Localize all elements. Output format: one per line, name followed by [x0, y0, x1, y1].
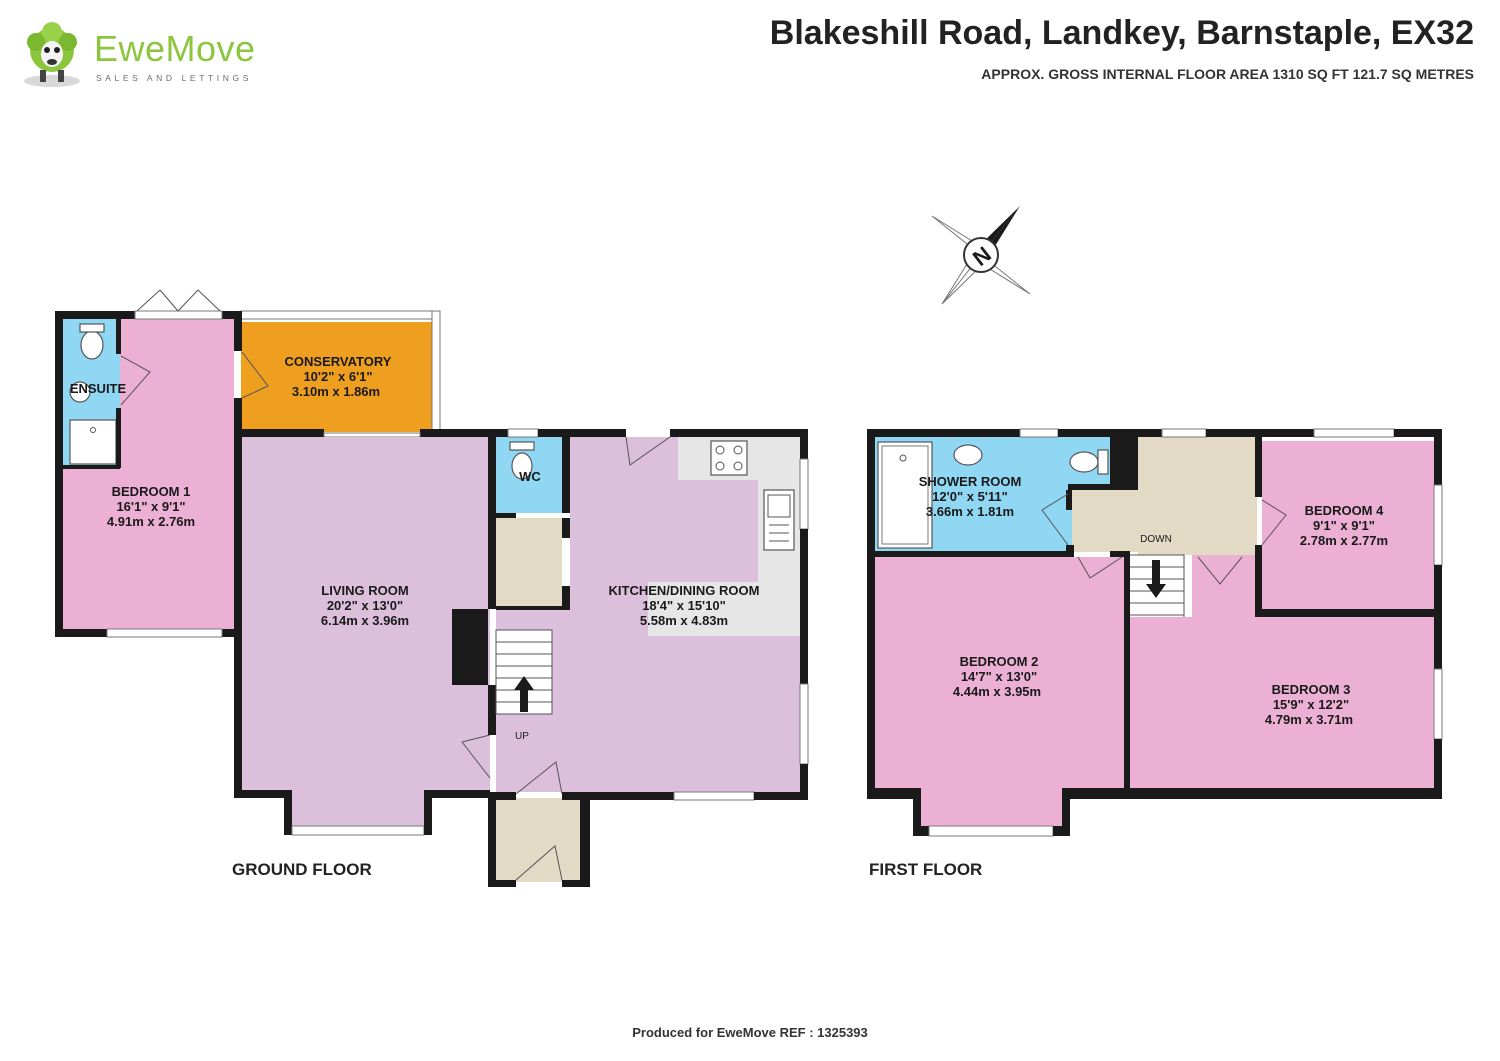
svg-text:5.58m x 4.83m: 5.58m x 4.83m [640, 613, 728, 628]
svg-text:3.66m x 1.81m: 3.66m x 1.81m [926, 504, 1014, 519]
bedroom-2-label: BEDROOM 2 14'7" x 13'0" 4.44m x 3.95m [953, 654, 1041, 699]
bedroom-4-label: BEDROOM 4 9'1" x 9'1" 2.78m x 2.77m [1300, 503, 1388, 548]
svg-text:18'4" x 15'10": 18'4" x 15'10" [642, 598, 726, 613]
first-floor-label: FIRST FLOOR [869, 860, 982, 879]
svg-text:BEDROOM 3: BEDROOM 3 [1272, 682, 1351, 697]
svg-text:16'1" x 9'1": 16'1" x 9'1" [116, 499, 185, 514]
footer-reference: Produced for EweMove REF : 1325393 [632, 1025, 868, 1040]
ewemove-logo[interactable]: EweMove SALES AND LETTINGS [22, 20, 262, 90]
svg-text:BEDROOM 4: BEDROOM 4 [1305, 503, 1385, 518]
bedroom-3-label: BEDROOM 3 15'9" x 12'2" 4.79m x 3.71m [1265, 682, 1353, 727]
svg-text:15'9" x 12'2": 15'9" x 12'2" [1273, 697, 1349, 712]
property-address: Blakeshill Road, Landkey, Barnstaple, EX… [769, 14, 1474, 52]
sink-icon [763, 489, 795, 551]
bedroom-2-floor [875, 557, 1124, 826]
kitchen-worktop [648, 437, 800, 636]
kitchen-dining-label: KITCHEN/DINING ROOM 18'4" x 15'10" 5.58m… [609, 583, 760, 628]
wc-label: WC [519, 469, 541, 484]
bedroom-1-label: BEDROOM 1 16'1" x 9'1" 4.91m x 2.76m [107, 484, 195, 529]
svg-text:9'1" x 9'1": 9'1" x 9'1" [1313, 518, 1375, 533]
porch-floor [496, 798, 580, 882]
toilet-icon [511, 452, 533, 480]
stairs-up-label: UP [515, 731, 529, 742]
sheep-mascot-icon [24, 22, 80, 87]
bedroom-4-floor [1262, 441, 1434, 609]
understairs-cupboard [496, 518, 562, 606]
shower-enclosure-icon [877, 441, 933, 549]
conservatory-floor [241, 322, 433, 432]
arrow-down-icon [1146, 560, 1166, 598]
svg-text:BEDROOM 1: BEDROOM 1 [112, 484, 191, 499]
svg-text:4.79m x 3.71m: 4.79m x 3.71m [1265, 712, 1353, 727]
svg-text:SHOWER ROOM: SHOWER ROOM [919, 474, 1022, 489]
staircase-up [495, 629, 553, 715]
basin-icon [953, 444, 983, 466]
svg-text:BEDROOM 2: BEDROOM 2 [960, 654, 1039, 669]
svg-text:KITCHEN/DINING ROOM: KITCHEN/DINING ROOM [609, 583, 760, 598]
svg-text:14'7" x 13'0": 14'7" x 13'0" [961, 669, 1037, 684]
brand-name: EweMove [94, 28, 256, 69]
svg-text:4.44m x 3.95m: 4.44m x 3.95m [953, 684, 1041, 699]
svg-text:2.78m x 2.77m: 2.78m x 2.77m [1300, 533, 1388, 548]
svg-text:CONSERVATORY: CONSERVATORY [285, 354, 392, 369]
compass-icon: N [931, 206, 1031, 305]
toilet-icon [1069, 451, 1099, 473]
svg-text:3.10m x 1.86m: 3.10m x 1.86m [292, 384, 380, 399]
svg-text:LIVING ROOM: LIVING ROOM [321, 583, 408, 598]
brand-tagline: SALES AND LETTINGS [96, 73, 252, 83]
arrow-up-icon [514, 676, 534, 712]
shower-room-label: SHOWER ROOM 12'0" x 5'11" 3.66m x 1.81m [919, 474, 1022, 519]
basin-icon [69, 381, 91, 403]
hob-icon [710, 440, 748, 476]
ensuite-label: ENSUITE [70, 381, 127, 396]
svg-text:20'2" x 13'0": 20'2" x 13'0" [327, 598, 403, 613]
svg-text:12'0" x 5'11": 12'0" x 5'11" [932, 489, 1008, 504]
living-room-floor [242, 437, 490, 826]
toilet-icon [80, 330, 104, 360]
svg-text:6.14m x 3.96m: 6.14m x 3.96m [321, 613, 409, 628]
living-room-label: LIVING ROOM 20'2" x 13'0" 6.14m x 3.96m [321, 583, 409, 628]
ground-floor-label: GROUND FLOOR [232, 860, 372, 879]
shower-tray-icon [69, 419, 117, 465]
stairs-down-label: DOWN [1140, 534, 1172, 545]
conservatory-label: CONSERVATORY 10'2" x 6'1" 3.10m x 1.86m [285, 354, 392, 399]
floor-area: APPROX. GROSS INTERNAL FLOOR AREA 1310 S… [981, 66, 1474, 82]
svg-text:10'2" x 6'1": 10'2" x 6'1" [303, 369, 372, 384]
svg-text:4.91m x 2.76m: 4.91m x 2.76m [107, 514, 195, 529]
